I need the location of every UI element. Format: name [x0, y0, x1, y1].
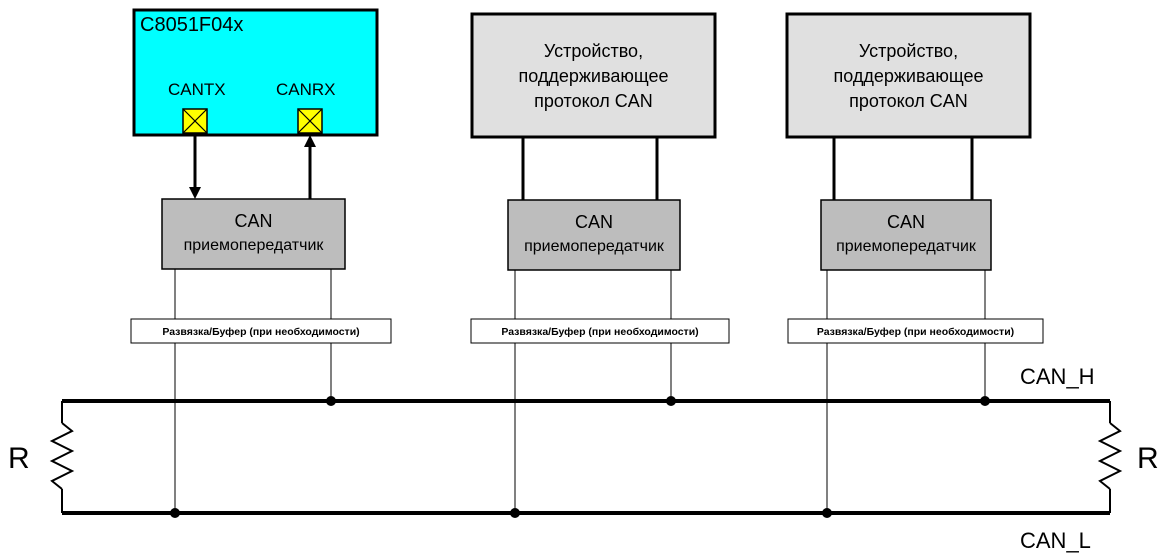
right-resistor-label: R	[1137, 442, 1159, 475]
left-termination-resistor	[49, 401, 75, 513]
transceiver-3-line1: CAN	[887, 212, 925, 232]
junction-dot	[822, 508, 832, 518]
pin-canrx-label: CANRX	[276, 80, 336, 99]
node-microcontroller: C8051F04x CANTX CANRX CAN приемопередатч…	[130, 8, 392, 518]
can-l-label: CAN_L	[1020, 528, 1091, 553]
device-1-line1: Устройство,	[544, 41, 643, 61]
transceiver-box-2	[507, 199, 681, 271]
device-box-2	[785, 12, 1032, 139]
transceiver-box-3	[820, 199, 992, 271]
buffer-1-label: Развязка/Буфер (при необходимости)	[162, 326, 359, 338]
microcontroller-title: C8051F04x	[140, 14, 243, 36]
pin-cantx-label: CANTX	[168, 80, 226, 99]
device-2-line1: Устройство,	[859, 41, 958, 61]
left-resistor-label: R	[8, 442, 30, 475]
microcontroller-box	[132, 8, 379, 137]
buffer-box-2	[470, 318, 730, 344]
pin-cantx-icon	[182, 108, 208, 134]
can-h-label: CAN_H	[1020, 364, 1095, 389]
node-device-2: Устройство, поддерживающее протокол CAN …	[785, 12, 1044, 518]
transceiver-box-1	[161, 198, 346, 270]
device-1-line2: поддерживающее	[519, 66, 669, 86]
transceiver-3-line2: приемопередатчик	[836, 238, 977, 255]
junction-dot	[510, 508, 520, 518]
right-termination-resistor	[1097, 401, 1123, 513]
buffer-3-label: Развязка/Буфер (при необходимости)	[817, 326, 1014, 338]
transceiver-2-line1: CAN	[575, 212, 613, 232]
device-1-line3: протокол CAN	[534, 91, 653, 111]
transceiver-1-line1: CAN	[234, 211, 272, 231]
device-box-1	[470, 12, 717, 139]
rx-arrow-up-icon	[304, 135, 316, 147]
tx-arrow-down-icon	[189, 187, 201, 199]
junction-dot	[666, 396, 676, 406]
pin-canrx-icon	[297, 108, 323, 134]
buffer-2-label: Развязка/Буфер (при необходимости)	[501, 326, 698, 338]
device-2-line3: протокол CAN	[849, 91, 968, 111]
buffer-box-3	[787, 318, 1044, 344]
junction-dot	[326, 396, 336, 406]
buffer-box-1	[130, 318, 392, 344]
transceiver-1-line2: приемопередатчик	[184, 237, 325, 254]
device-2-line2: поддерживающее	[834, 66, 984, 86]
transceiver-2-line2: приемопередатчик	[524, 238, 665, 255]
junction-dot	[170, 508, 180, 518]
node-device-1: Устройство, поддерживающее протокол CAN …	[470, 12, 730, 518]
junction-dot	[980, 396, 990, 406]
